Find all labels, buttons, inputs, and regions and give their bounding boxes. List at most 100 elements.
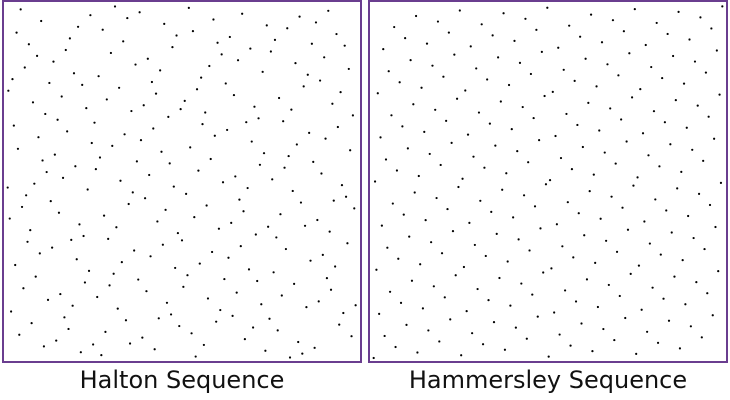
hammersley-point	[409, 59, 412, 62]
hammersley-point	[376, 92, 379, 95]
hammersley-point	[461, 177, 464, 180]
halton-point	[212, 18, 215, 21]
halton-point	[236, 59, 240, 62]
halton-point	[284, 247, 288, 251]
halton-point	[18, 333, 21, 336]
halton-point	[172, 185, 175, 188]
hammersley-point	[710, 27, 713, 30]
halton-point	[220, 53, 223, 56]
halton-point	[60, 95, 63, 98]
halton-point	[198, 262, 201, 265]
hammersley-point	[386, 246, 389, 249]
hammersley-point	[706, 292, 709, 295]
halton-point	[295, 143, 298, 146]
hammersley-point	[447, 31, 450, 34]
hammersley-point	[497, 56, 500, 59]
halton-point	[153, 348, 156, 351]
halton-point	[100, 353, 103, 357]
halton-point	[313, 346, 316, 349]
halton-point	[298, 15, 301, 18]
halton-point	[44, 112, 47, 116]
halton-point	[191, 30, 195, 33]
halton-point	[112, 272, 115, 275]
hammersley-point	[581, 145, 584, 149]
hammersley-point	[681, 259, 684, 262]
hammersley-point	[688, 38, 691, 41]
hammersley-point	[606, 63, 609, 66]
halton-point	[314, 21, 318, 24]
halton-point	[149, 255, 152, 258]
halton-point	[49, 200, 52, 203]
hammersley-point	[689, 325, 692, 328]
halton-point	[38, 252, 41, 255]
halton-point	[309, 259, 312, 262]
hammersley-point	[643, 220, 646, 223]
halton-point	[272, 271, 275, 274]
halton-point	[200, 76, 203, 79]
halton-point	[186, 274, 189, 277]
hammersley-point	[507, 83, 511, 87]
halton-point	[16, 147, 20, 150]
hammersley-point	[677, 10, 680, 13]
halton-point	[165, 301, 169, 304]
halton-panel	[2, 0, 362, 363]
hammersley-point	[665, 209, 668, 212]
hammersley-point	[695, 281, 698, 284]
halton-point	[139, 139, 143, 142]
halton-point	[293, 282, 296, 286]
hammersley-point	[591, 350, 594, 353]
hammersley-point	[443, 296, 446, 299]
hammersley-point	[505, 172, 508, 175]
hammersley-point	[414, 14, 418, 18]
hammersley-point	[644, 43, 647, 47]
hammersley-point	[514, 326, 517, 329]
halton-point	[23, 66, 26, 69]
halton-point	[143, 197, 147, 200]
halton-point	[48, 81, 51, 85]
halton-point	[160, 150, 163, 153]
hammersley-point	[632, 184, 635, 187]
halton-point	[174, 266, 177, 270]
hammersley-point	[524, 17, 527, 20]
halton-point	[86, 188, 89, 191]
hammersley-point	[652, 110, 656, 113]
hammersley-point	[420, 86, 423, 89]
hammersley-point	[510, 128, 513, 131]
halton-point	[105, 98, 108, 101]
hammersley-point	[436, 20, 440, 23]
halton-point	[239, 245, 242, 248]
hammersley-point	[446, 207, 449, 211]
halton-point	[273, 38, 277, 41]
halton-point	[64, 48, 67, 52]
hammersley-point	[430, 241, 433, 244]
halton-point	[287, 154, 290, 158]
halton-point	[102, 214, 106, 217]
hammersley-point	[633, 8, 636, 11]
hammersley-point	[440, 252, 444, 255]
hammersley-point	[501, 188, 504, 191]
halton-point	[353, 207, 356, 210]
hammersley-point	[719, 181, 723, 184]
hammersley-point	[692, 236, 695, 240]
hammersley-point	[380, 224, 383, 227]
hammersley-point	[458, 9, 461, 12]
hammersley-point	[607, 283, 610, 287]
halton-point	[89, 14, 92, 17]
hammersley-point	[462, 265, 466, 269]
hammersley-point	[573, 79, 576, 82]
hammersley-point	[431, 64, 434, 67]
hammersley-point	[469, 45, 472, 48]
hammersley-point	[481, 343, 485, 346]
halton-point	[323, 56, 326, 59]
halton-point	[161, 243, 164, 246]
halton-point	[321, 253, 324, 256]
halton-point	[76, 25, 80, 28]
hammersley-point	[399, 301, 403, 304]
hammersley-point	[532, 116, 535, 120]
hammersley-point	[513, 39, 516, 42]
hammersley-point	[700, 336, 703, 339]
hammersley-point	[483, 166, 486, 169]
halton-point	[42, 345, 46, 348]
hammersley-point	[669, 143, 672, 146]
hammersley-point	[490, 210, 493, 213]
